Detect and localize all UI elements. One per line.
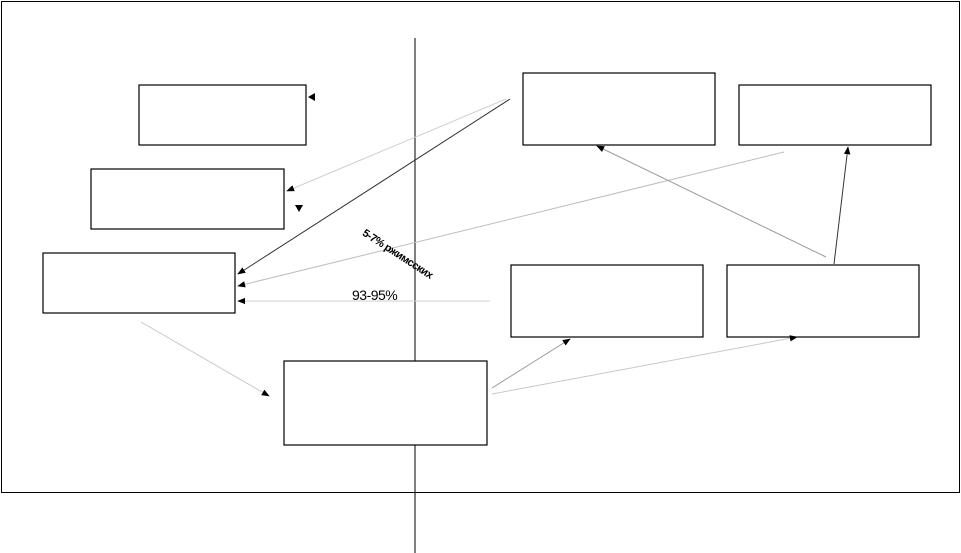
majority-percentage-label: 93-95% (352, 287, 398, 303)
box-right-top-1 (522, 72, 716, 146)
arrow-rightbottom2-to-righttop2 (833, 146, 851, 265)
arrow-rightbottom2-to-righttop1 (596, 145, 827, 258)
outer-frame (1, 1, 960, 493)
box-right-bottom-1 (510, 264, 704, 338)
box-left-middle (90, 168, 285, 230)
small-arrowhead-left-top (308, 93, 315, 101)
arrow-righttop1-to-leftbottom (237, 98, 511, 275)
box-right-top-2 (738, 84, 932, 146)
arrow-righttop2-to-leftbottom (237, 151, 785, 288)
box-right-bottom-2 (726, 264, 920, 338)
arrow-centerbottom-to-rightbottom2 (491, 335, 798, 395)
arrow-leftbottom-to-centerbottom (140, 321, 270, 397)
box-center-bottom (283, 360, 488, 446)
box-left-bottom (42, 252, 236, 314)
small-arrowhead-left-middle (295, 205, 303, 212)
arrow-righttop1-to-leftmiddle (286, 98, 507, 192)
box-left-top (138, 84, 307, 146)
arrow-centerbottom-to-rightbottom1 (491, 338, 571, 389)
